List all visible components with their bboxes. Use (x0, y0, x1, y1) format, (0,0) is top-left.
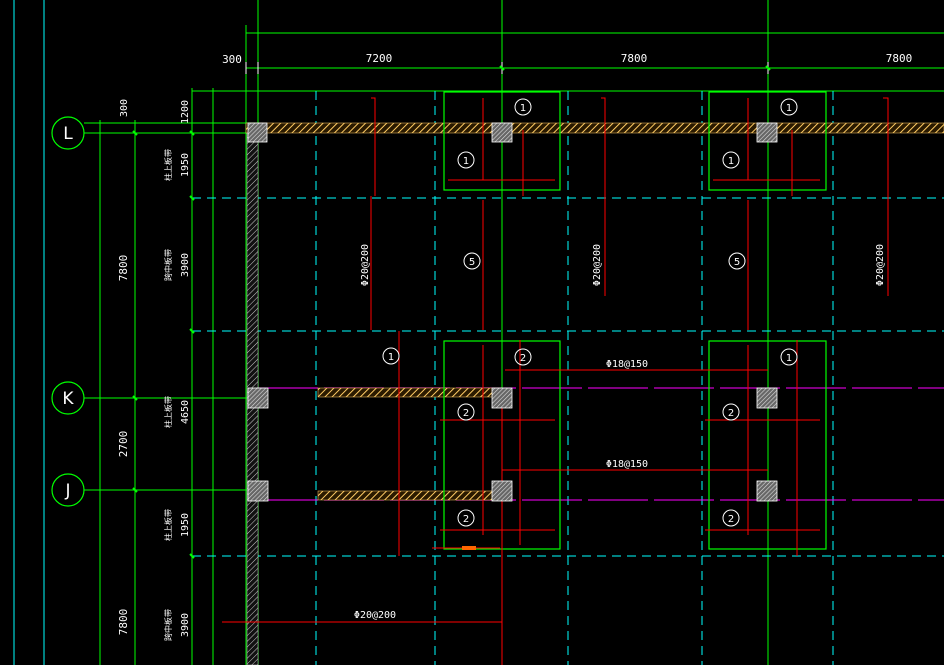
axis-bubble-K[interactable]: K (51, 381, 85, 415)
dim-left-7800-a: 7800 (117, 255, 130, 282)
dim-top-7800-a: 7800 (621, 52, 648, 65)
hatched-column-icon (247, 122, 268, 143)
rebar-mark-icon (382, 347, 400, 365)
axis-bubble-icon (51, 473, 85, 507)
mark-num: 1 (463, 156, 469, 167)
rebar-lines (222, 97, 889, 665)
columns (247, 122, 778, 502)
rebar-mark-icon (722, 509, 740, 527)
rebar-mark-icon (514, 98, 532, 116)
hatched-column-icon (756, 387, 778, 409)
mark-num: 1 (388, 352, 394, 363)
dim-tick-marks (132, 65, 771, 559)
strip-label-middle-2: 跨中板带 (163, 609, 173, 641)
axis-bubble-icon (51, 381, 85, 415)
dim-left-300: 300 (119, 99, 130, 117)
rebar-mark-icon (722, 151, 740, 169)
mark-num: 1 (728, 156, 734, 167)
mark-num: 2 (728, 514, 734, 525)
rebar-label-h1: Φ18@150 (606, 359, 648, 370)
dim-left-3900-a: 3900 (180, 253, 191, 277)
strip-label-column-3: 柱上板带 (163, 509, 173, 541)
hatched-column-icon (491, 387, 513, 409)
mark-num: 5 (734, 257, 740, 268)
dim-left-1950-b: 1950 (180, 513, 191, 537)
axis-label-L: L (63, 124, 73, 144)
rebar-mark-icon (457, 403, 475, 421)
rebar-mark-icon (780, 348, 798, 366)
hatched-column-icon (247, 387, 269, 409)
axis-bubble-L[interactable]: L (51, 116, 85, 150)
top-wall (245, 122, 944, 134)
hatched-column-icon (756, 122, 778, 143)
axis-label-K: K (62, 389, 74, 409)
hatched-column-icon (247, 480, 269, 502)
dim-left-1200: 1200 (180, 100, 191, 124)
strip-label-middle-1: 跨中板带 (163, 249, 173, 281)
rebar-mark-icon (457, 509, 475, 527)
rebar-mark-icon (780, 98, 798, 116)
mark-num: 1 (786, 353, 792, 364)
axis-bubble-icon (51, 116, 85, 150)
dim-top-7200: 7200 (366, 52, 393, 65)
left-border-lines (13, 0, 45, 665)
beam-axis-lines (258, 387, 944, 501)
dim-left-2700: 2700 (117, 431, 130, 458)
rebar-mark-icon (457, 151, 475, 169)
rebar-label-v2: Φ20@200 (592, 244, 603, 286)
rebar-marks (382, 98, 798, 527)
strip-dashed-lines (192, 91, 944, 665)
axis-label-J: J (64, 481, 70, 501)
hatched-column-icon (756, 480, 778, 502)
mark-num: 2 (520, 353, 526, 364)
dim-top-7800-b: 7800 (886, 52, 913, 65)
rebar-mark-icon (463, 252, 481, 270)
dim-left-3900-b: 3900 (180, 613, 191, 637)
dim-top-300: 300 (222, 53, 242, 66)
beam-k (317, 387, 503, 398)
rebar-zone-boxes (443, 91, 827, 550)
strip-label-column-2: 柱上板带 (163, 396, 173, 428)
hatched-column-icon (491, 480, 513, 502)
rebar-label-h3: Φ20@200 (354, 610, 396, 621)
rebar-label-v3: Φ20@200 (875, 244, 886, 286)
rebar-mark-icon (728, 252, 746, 270)
strip-label-column-1: 柱上板带 (163, 149, 173, 181)
hatched-column-icon (491, 122, 513, 143)
beam-j (317, 490, 503, 501)
mark-num: 2 (728, 408, 734, 419)
rebar-mark-icon (514, 348, 532, 366)
grid-lines (84, 0, 944, 665)
mark-num: 2 (463, 514, 469, 525)
mark-num: 1 (520, 103, 526, 114)
dim-left-4650: 4650 (180, 400, 191, 424)
axis-bubble-J[interactable]: J (51, 473, 85, 507)
mark-num: 2 (463, 408, 469, 419)
rebar-label-v1: Φ20@200 (360, 244, 371, 286)
small-marker (462, 546, 476, 550)
mark-num: 1 (786, 103, 792, 114)
dim-left-7800-b: 7800 (117, 609, 130, 636)
rebar-label-h2: Φ18@150 (606, 459, 648, 470)
dim-left-1950-a: 1950 (180, 153, 191, 177)
rebar-mark-icon (722, 403, 740, 421)
mark-num: 5 (469, 257, 475, 268)
